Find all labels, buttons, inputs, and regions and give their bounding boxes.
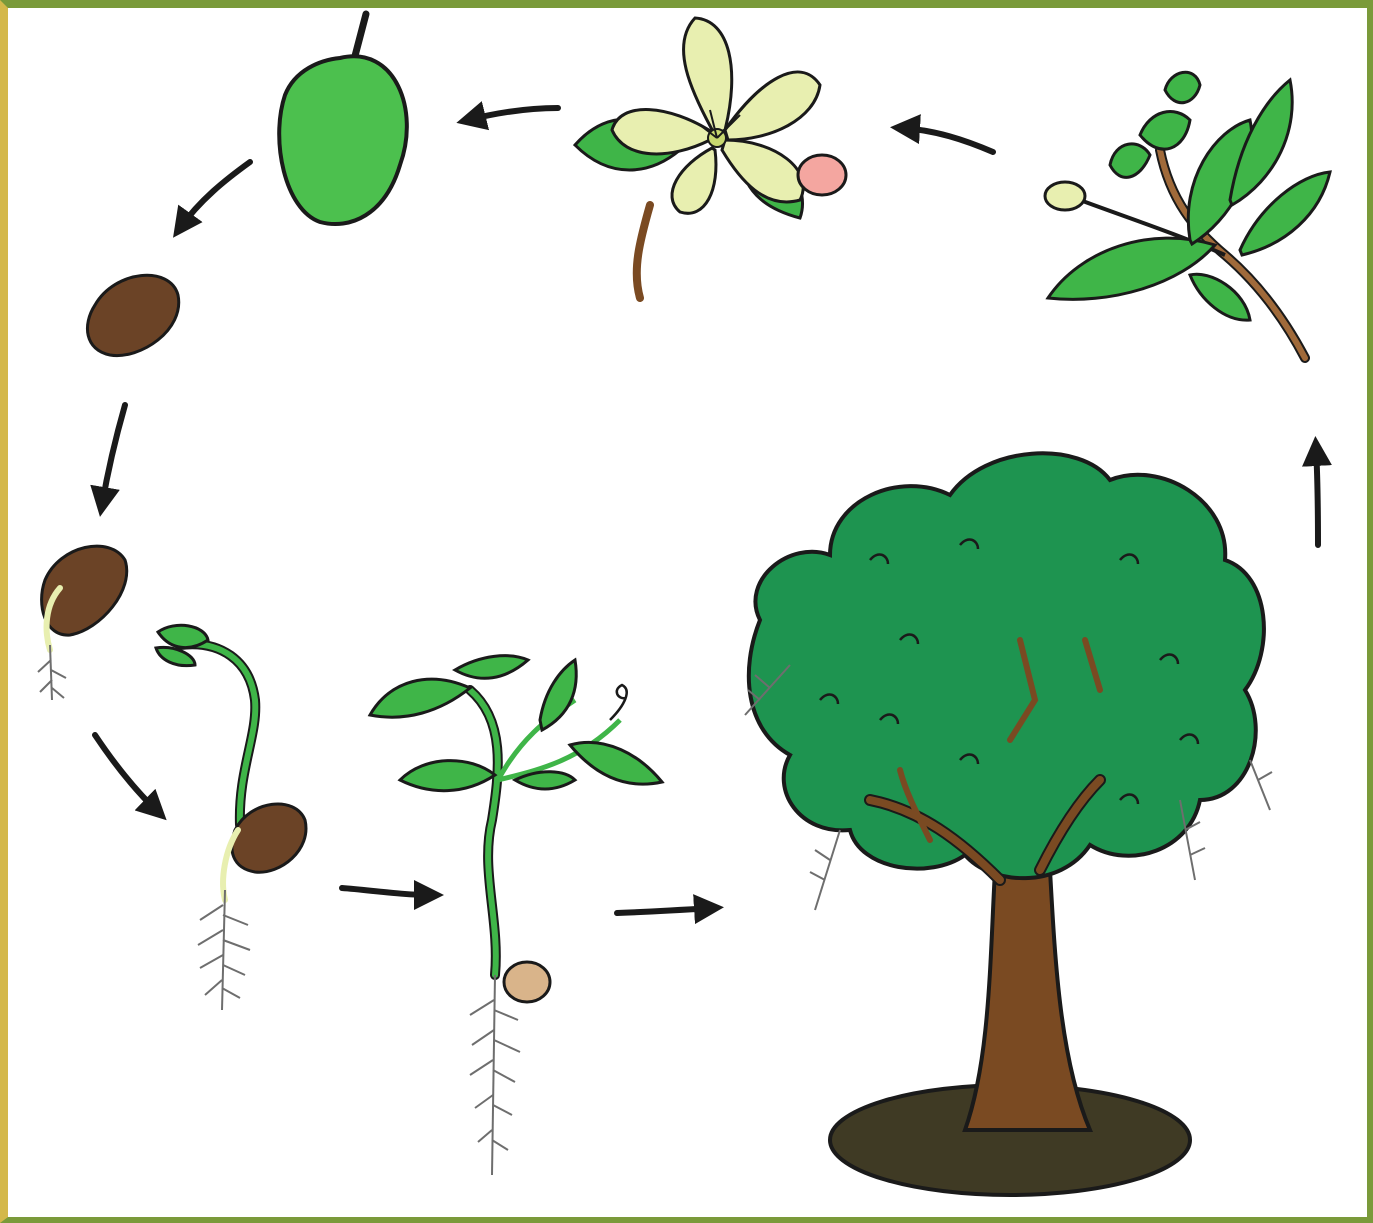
mango-fruit-icon bbox=[279, 14, 407, 224]
fruit-body bbox=[279, 56, 407, 224]
arrow-sprouting-to-young bbox=[342, 888, 432, 895]
roots bbox=[198, 890, 250, 1010]
branch-bud bbox=[1045, 182, 1085, 210]
germinating-seed-icon bbox=[38, 546, 127, 700]
flowering-branch-icon bbox=[1045, 72, 1330, 358]
flower-icon bbox=[575, 18, 846, 298]
brown-seed-icon bbox=[87, 275, 178, 355]
tree-icon bbox=[745, 453, 1272, 1195]
arrow-young-to-tree bbox=[617, 908, 712, 913]
arrow-fruit-to-seed bbox=[180, 162, 250, 228]
seed-remnant bbox=[504, 962, 550, 1002]
roots bbox=[470, 975, 520, 1175]
arrow-tree-to-branch bbox=[1316, 448, 1318, 545]
arrow-germinating-to-sprouting bbox=[95, 735, 158, 812]
sprouting-seedling-icon bbox=[156, 625, 306, 1010]
canopy bbox=[749, 453, 1264, 878]
flower-bud bbox=[798, 155, 846, 195]
arrow-branch-to-flower bbox=[902, 128, 993, 152]
trunk bbox=[965, 870, 1090, 1130]
roots bbox=[38, 645, 66, 700]
arrow-seed-to-germinating bbox=[102, 405, 125, 505]
arrow-flower-to-fruit bbox=[468, 108, 558, 120]
